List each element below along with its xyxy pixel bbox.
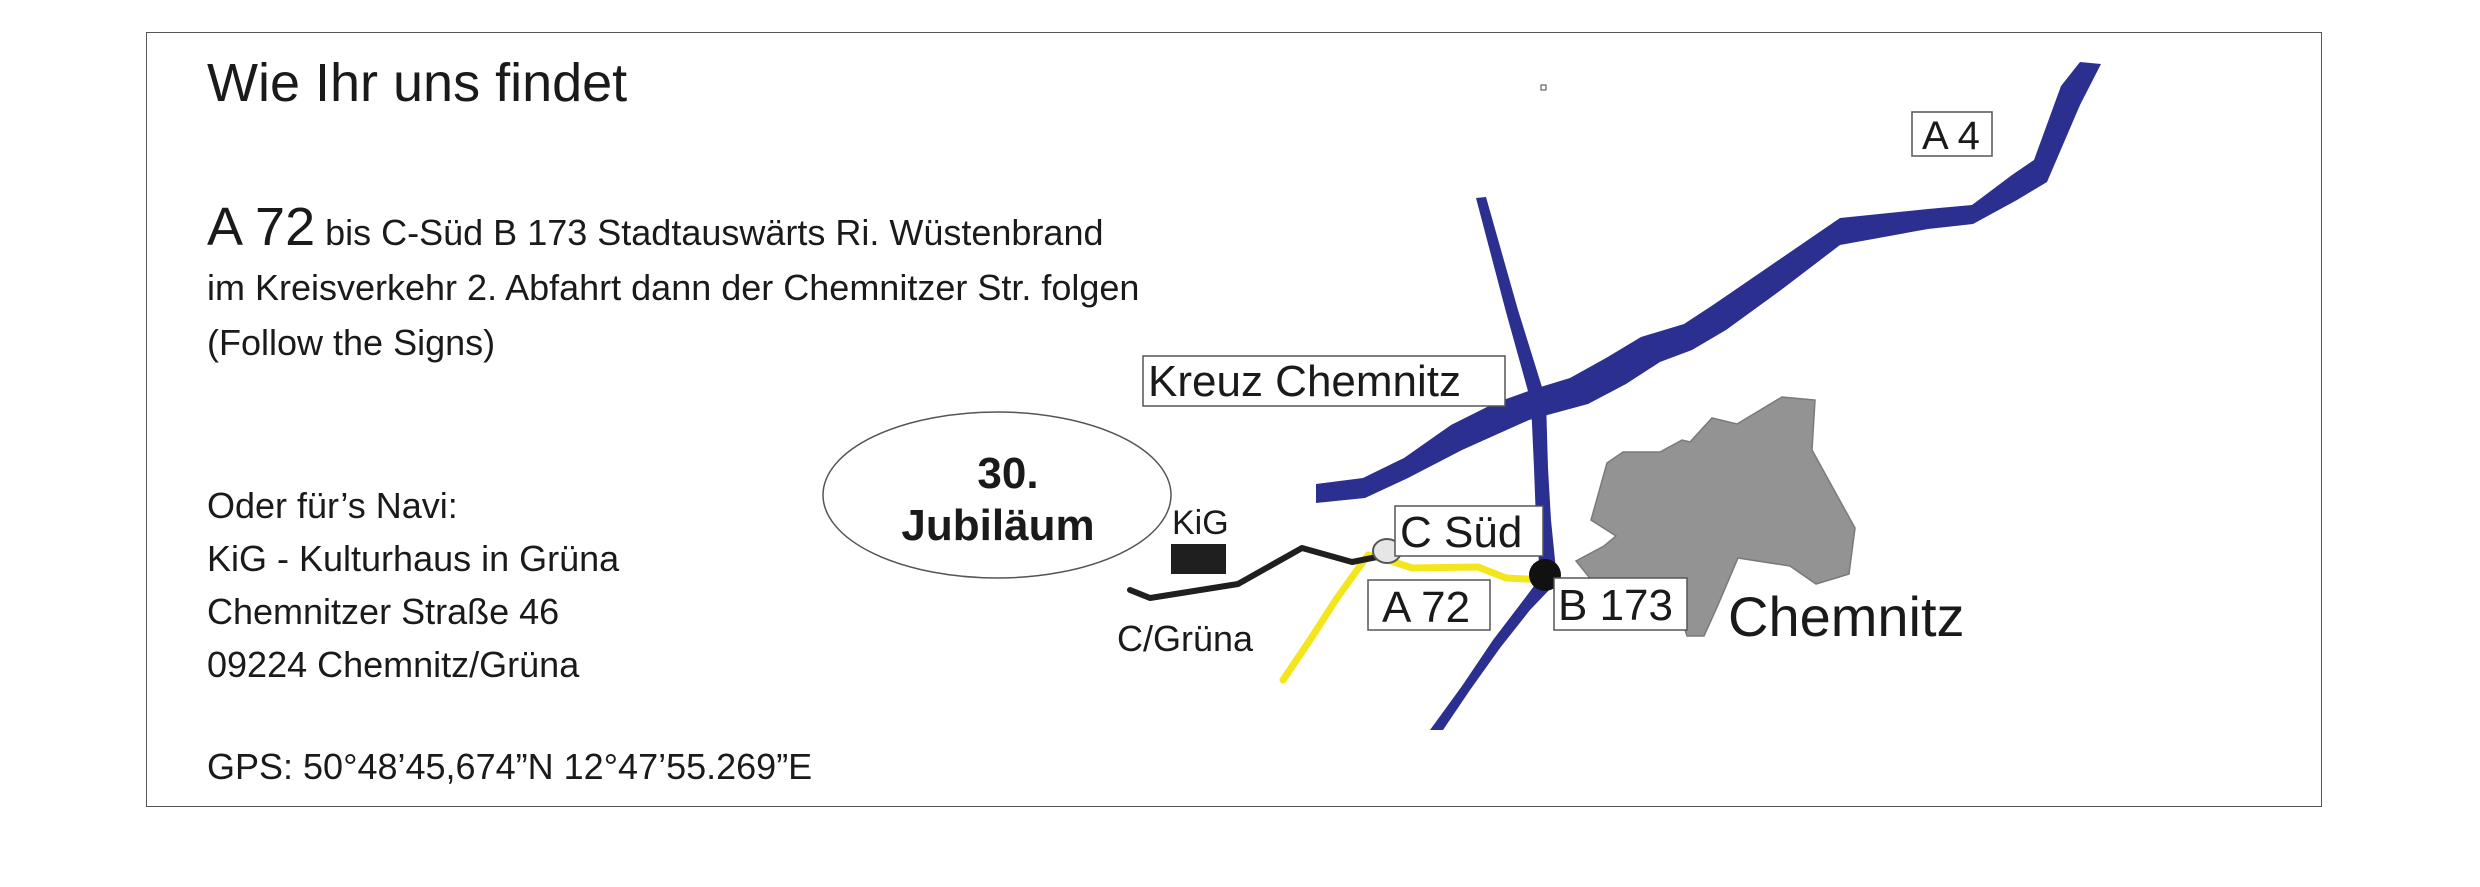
directions-route: bis C-Süd B 173 Stadtauswärts Ri. Wüsten… bbox=[315, 212, 1104, 253]
directions-line-2: im Kreisverkehr 2. Abfahrt dann der Chem… bbox=[207, 267, 1140, 308]
chemnitz-label: Chemnitz bbox=[1728, 585, 1965, 648]
navi-line-3: 09224 Chemnitz/Grüna bbox=[207, 644, 580, 685]
kig-building-icon bbox=[1171, 544, 1226, 574]
jubilaeum-text: Jubiläum bbox=[901, 501, 1094, 550]
kig-label: KiG bbox=[1172, 504, 1229, 542]
gruena-label: C/Grüna bbox=[1117, 618, 1254, 659]
csued-label: C Süd bbox=[1400, 508, 1522, 557]
navi-address: Oder für’s Navi: KiG - Kulturhaus in Grü… bbox=[207, 479, 619, 691]
a72-label-box bbox=[1367, 579, 1491, 631]
page-title: Wie Ihr uns findet bbox=[207, 53, 628, 113]
b173-label-box bbox=[1553, 577, 1688, 631]
directions-road: A 72 bbox=[207, 197, 316, 257]
navi-line-2: Chemnitzer Straße 46 bbox=[207, 591, 560, 632]
navi-heading: Oder für’s Navi: bbox=[207, 485, 458, 526]
kreuz-chemnitz-label: Kreuz Chemnitz bbox=[1148, 357, 1461, 406]
a4-label-box bbox=[1911, 111, 1993, 157]
map-frame bbox=[146, 32, 2322, 807]
a72-label: A 72 bbox=[1382, 583, 1470, 632]
navi-line-1: KiG - Kulturhaus in Grüna bbox=[207, 538, 620, 579]
directions-text: A 72 bis C-Süd B 173 Stadtauswärts Ri. W… bbox=[207, 200, 1139, 370]
b173-road bbox=[1430, 197, 1556, 730]
gps-coordinates: GPS: 50°48’45,674”N 12°47’55.269”E bbox=[207, 746, 813, 787]
csued-label-box bbox=[1394, 505, 1544, 557]
b173-label: B 173 bbox=[1558, 581, 1673, 630]
directions-line-1: A 72 bis C-Süd B 173 Stadtauswärts Ri. W… bbox=[207, 200, 1139, 260]
directions-line-3: (Follow the Signs) bbox=[207, 322, 496, 363]
jubilaeum-number: 30. bbox=[977, 449, 1038, 498]
kreuz-label-box bbox=[1142, 355, 1506, 407]
jubilaeum-badge bbox=[822, 411, 1172, 579]
b173-junction-marker bbox=[1529, 559, 1561, 591]
map-dot bbox=[1540, 84, 1547, 91]
a4-label: A 4 bbox=[1922, 114, 1980, 158]
chemnitz-city-area bbox=[1574, 396, 1856, 637]
